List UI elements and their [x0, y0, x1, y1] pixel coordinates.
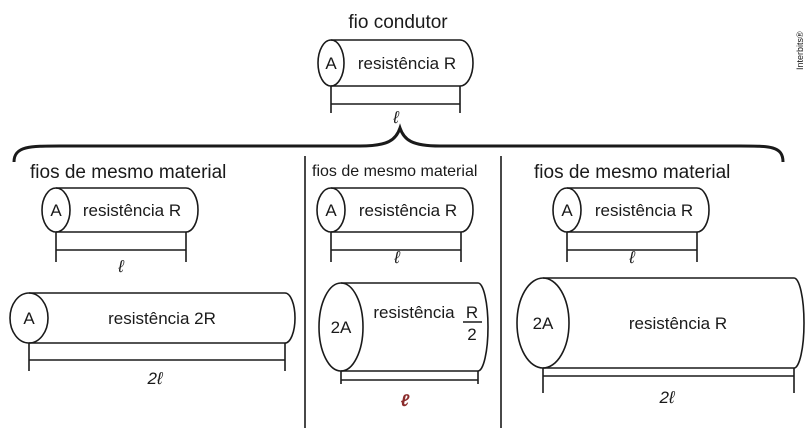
col2-wire1-length: ℓ: [393, 248, 400, 267]
col3-wire2-area: 2A: [533, 314, 554, 333]
top-length-label: ℓ: [392, 108, 399, 127]
col1-wire2-area: A: [23, 309, 35, 328]
col2-wire2-frac-num: R: [466, 303, 478, 322]
column-3: fios de mesmo material A resistência R ℓ…: [516, 162, 805, 407]
top-resistance-label: resistência R: [358, 54, 456, 73]
col2-wire2-body: [341, 282, 489, 372]
col2-wire2-length: ℓ: [401, 391, 410, 410]
col2-wire1-body: [331, 187, 474, 233]
col2-wire2-resistance: resistência: [373, 303, 455, 322]
col2-wire2-frac-den: 2: [467, 325, 476, 344]
top-area-label: A: [325, 54, 337, 73]
top-wire-body: [331, 39, 474, 87]
col1-wire2-resistance: resistência 2R: [108, 309, 216, 328]
col1-wire1-area: A: [50, 201, 62, 220]
col2-wire1-resistance: resistência R: [359, 201, 457, 220]
col1-wire1-body: [56, 187, 199, 233]
col3-wire1-area: A: [561, 201, 573, 220]
column-2-header: fios de mesmo material: [312, 163, 477, 180]
column-2: fios de mesmo material A resistência R ℓ…: [312, 163, 489, 410]
col3-wire2-resistance: resistência R: [629, 314, 727, 333]
curly-brace: [12, 123, 785, 163]
col2-wire2-area: 2A: [331, 318, 352, 337]
column-1-header: fios de mesmo material: [30, 162, 226, 183]
col1-wire1-length: ℓ: [117, 257, 124, 276]
col1-wire1-resistance: resistência R: [83, 201, 181, 220]
col3-wire1-length: ℓ: [628, 248, 635, 267]
col1-wire2-length: 2ℓ: [147, 369, 163, 388]
top-wire: fio condutor A resistência R ℓ: [317, 12, 474, 127]
col3-wire2-body: [543, 277, 805, 369]
column-1: fios de mesmo material A resistência R ℓ…: [9, 162, 296, 388]
col3-wire1-resistance: resistência R: [595, 201, 693, 220]
credit-text: Interbits®: [795, 31, 805, 70]
column-3-header: fios de mesmo material: [534, 162, 730, 183]
col2-wire1-area: A: [325, 201, 337, 220]
col1-wire2-body: [29, 292, 296, 344]
col3-wire1-body: [567, 187, 710, 233]
col3-wire2-length: 2ℓ: [659, 388, 675, 407]
top-title: fio condutor: [348, 12, 448, 33]
